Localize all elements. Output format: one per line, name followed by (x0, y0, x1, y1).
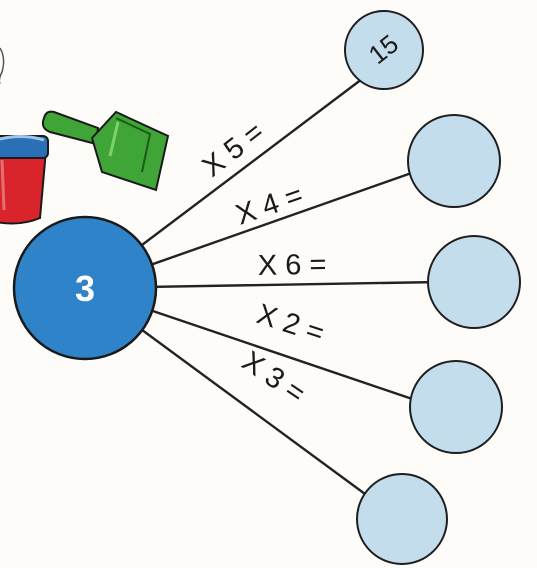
answer-circle-x5[interactable]: 15 (344, 10, 424, 90)
branch-label-x3: X 3 = (236, 345, 311, 410)
partial-decoration-icon (0, 47, 5, 84)
spade-icon (41, 110, 170, 192)
branch-label-x6: X 6 = (258, 249, 327, 282)
answer-circle-x4[interactable] (407, 114, 501, 208)
branch-label-x5: X 5 = (197, 116, 271, 183)
hub-circle: 3 (12, 215, 158, 361)
answer-circle-x6[interactable] (427, 235, 521, 329)
answer-circle-x2[interactable] (409, 360, 503, 454)
hub-number: 3 (75, 268, 95, 309)
answer-circle-x3[interactable] (356, 473, 448, 565)
bucket-icon (0, 135, 49, 225)
branch-label-x2: X 2 = (253, 298, 328, 350)
